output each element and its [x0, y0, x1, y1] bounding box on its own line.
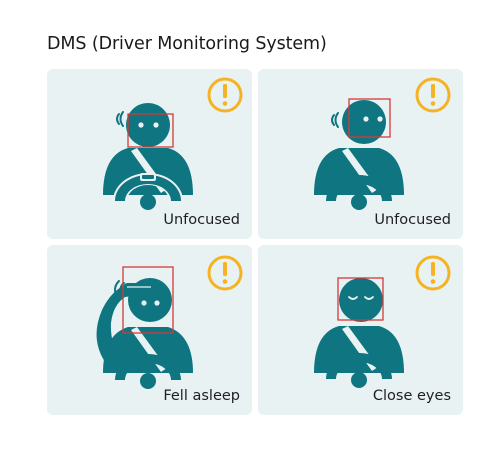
driver-illustration — [314, 77, 451, 210]
warning-icon — [415, 255, 451, 291]
card-fell-asleep: Fell asleep — [47, 245, 252, 415]
eyes-icon — [138, 122, 159, 128]
card-label: Unfocused — [163, 212, 240, 228]
card-unfocused-right: Unfocused — [258, 69, 463, 239]
face-detection-box — [122, 266, 174, 334]
card-label: Unfocused — [374, 212, 451, 228]
closed-eyes-icon — [348, 296, 374, 300]
sound-waves-icon — [331, 112, 339, 128]
warning-icon — [415, 77, 451, 113]
eyes-icon — [363, 116, 383, 122]
warning-icon — [207, 77, 243, 113]
driver-illustration — [314, 255, 451, 388]
warning-icon — [207, 255, 243, 291]
driver-figure-icon — [96, 278, 193, 389]
face-detection-box — [127, 113, 174, 148]
driver-figure-icon — [314, 100, 404, 210]
card-unfocused-left: Unfocused — [47, 69, 252, 239]
card-label: Fell asleep — [163, 388, 240, 404]
driver-illustration — [96, 255, 243, 389]
driver-illustration — [103, 77, 243, 210]
card-label: Close eyes — [372, 388, 451, 404]
face-detection-box — [337, 277, 384, 321]
sound-waves-icon — [116, 111, 124, 127]
card-close-eyes: Close eyes — [258, 245, 463, 415]
page-title: DMS (Driver Monitoring System) — [47, 34, 327, 54]
eyes-icon — [141, 300, 160, 306]
face-detection-box — [348, 98, 391, 138]
driver-figure-icon — [314, 278, 404, 388]
